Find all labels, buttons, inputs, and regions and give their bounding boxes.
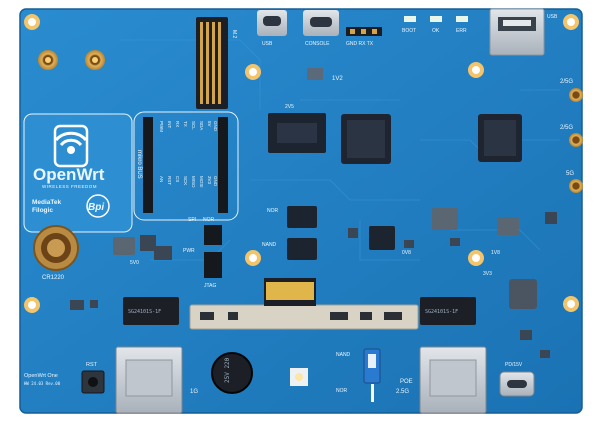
silk-ok: OK xyxy=(432,28,440,34)
svg-text:INT: INT xyxy=(167,121,172,129)
svg-text:AN: AN xyxy=(159,176,164,182)
svg-text:GND: GND xyxy=(213,176,218,187)
svg-text:RST: RST xyxy=(167,176,172,185)
svg-text:3V3: 3V3 xyxy=(207,176,212,185)
silk-nor-bottom: NOR xyxy=(336,388,348,394)
mikrobus-pin-labels-left: PWM INT RX TX SCL SDA 5V GND xyxy=(159,121,218,132)
silk-nand: NAND xyxy=(262,242,277,248)
mikrobus-pin-labels-right: AN RST CS SCK MISO MOSI 3V3 GND xyxy=(159,176,218,188)
silk-nor: NOR xyxy=(267,208,279,214)
svg-text:SCL: SCL xyxy=(191,121,196,130)
vendor-line2: Filogic xyxy=(32,207,53,214)
silk-2-5g-a: 2/5G xyxy=(560,79,573,85)
svg-text:PWM: PWM xyxy=(159,121,164,132)
silk-3v3: 3V3 xyxy=(483,271,492,277)
footer-board-rev: HW 24.03 Rev.00 xyxy=(24,381,61,386)
brand-panel xyxy=(23,113,133,233)
silk-pd-15v: PD/15V xyxy=(505,362,523,368)
silk-m2: M.2 xyxy=(231,30,237,39)
svg-text:CS: CS xyxy=(175,176,180,182)
silk-1v2: 1V2 xyxy=(332,76,343,82)
silk-console: CONSOLE xyxy=(305,41,330,47)
silk-0v8: 0V8 xyxy=(402,250,411,256)
svg-text:5V: 5V xyxy=(207,121,212,127)
usb-a-port xyxy=(489,8,545,56)
silk-2-5g-b: 2/5G xyxy=(560,125,573,131)
spi-header xyxy=(204,225,222,245)
jtag-header xyxy=(204,252,222,278)
silk-poe: POE xyxy=(400,379,413,385)
openwrt-logo-icon xyxy=(53,124,89,168)
silk-mikrobus: mikro BUS xyxy=(136,150,142,179)
svg-text:SCK: SCK xyxy=(183,176,188,185)
vendor-badge-icon xyxy=(86,194,110,218)
svg-text:MISO: MISO xyxy=(191,176,196,188)
electrolytic-capacitor xyxy=(211,352,253,394)
status-leds xyxy=(404,16,468,22)
poe-module xyxy=(189,304,419,330)
brand-tagline: WIRELESS FREEDOM xyxy=(42,184,97,189)
magnetics-left xyxy=(123,297,179,325)
vendor-line1: MediaTek xyxy=(32,199,62,206)
silk-pwr: PWR xyxy=(183,248,195,254)
silk-2v5: 2V5 xyxy=(285,104,294,110)
silk-5g: 5G xyxy=(566,171,574,177)
silk-err: ERR xyxy=(456,28,467,34)
silk-jtag: JTAG xyxy=(204,283,217,289)
footer-board-name: OpenWrt One xyxy=(24,373,58,379)
nand-flash-chip xyxy=(287,238,317,260)
svg-text:GND: GND xyxy=(213,121,218,132)
silk-5v0: 5V0 xyxy=(130,260,139,266)
nor-flash-chip xyxy=(287,206,317,228)
mounting-holes xyxy=(24,14,579,313)
silk-cr1220: CR1220 xyxy=(42,275,65,281)
silk-boot: BOOT xyxy=(402,28,416,34)
svg-text:RX: RX xyxy=(175,121,180,127)
mikrobus-outline xyxy=(133,111,239,221)
antenna-connectors xyxy=(38,50,105,70)
svg-text:TX: TX xyxy=(183,121,188,127)
magnetics-left-label: SG24101S-1F xyxy=(128,309,161,315)
svg-text:MOSI: MOSI xyxy=(199,176,204,188)
silk-1g: 1G xyxy=(190,389,198,395)
svg-text:SDA: SDA xyxy=(199,121,204,130)
silk-nor-switch: NOR xyxy=(203,217,215,223)
silk-gnd-rx-tx: GND RX TX xyxy=(346,41,374,47)
magnetics-right-label: SG24101S-1F xyxy=(425,309,458,315)
silk-1v8: 1V8 xyxy=(491,250,500,256)
silk-nand-bottom: NAND xyxy=(336,352,351,358)
silk-usb-right: USB xyxy=(547,14,558,20)
silk-2-5g: 2.5G xyxy=(396,389,409,395)
silk-spi: SPI xyxy=(188,217,196,223)
silk-rst: RST xyxy=(86,362,98,368)
brand-name: OpenWrt xyxy=(33,165,105,184)
capacitor-label: 25V 220 xyxy=(224,357,231,383)
magnetics-right xyxy=(420,297,476,325)
antenna-connectors-right xyxy=(569,88,583,193)
silk-usb: USB xyxy=(262,41,273,47)
vendor-badge: Bpi xyxy=(88,202,104,213)
